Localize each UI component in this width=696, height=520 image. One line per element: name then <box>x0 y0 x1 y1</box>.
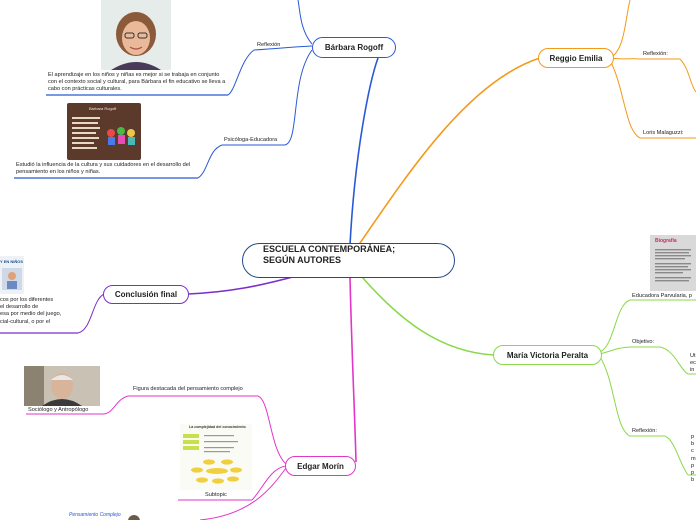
rogoff-slide-image: Bárbara Rogoff <box>67 103 141 160</box>
reggio-malaguzzi-label[interactable]: Loris Malaguzzi: <box>643 130 684 136</box>
pensamiento-complejo-book: Pensamiento Complejo <box>66 509 144 520</box>
peralta-educadora-label[interactable]: Educadora Parvularia, p <box>632 293 693 299</box>
peralta-reflexion-text: p b c m p p b <box>691 434 696 484</box>
topic-label: Edgar Morín <box>297 461 344 471</box>
topic-maria-victoria-peralta[interactable]: María Victoria Peralta <box>493 345 602 365</box>
image-graphic <box>2 268 22 290</box>
reggio-reflexion-label[interactable]: Reflexión: <box>643 51 668 57</box>
card-title: Biografía <box>655 238 677 244</box>
rogoff-reflexion-label[interactable]: Reflexión <box>257 42 281 48</box>
book-graphic <box>128 515 140 520</box>
topic-label: Bárbara Rogoff <box>324 43 384 52</box>
diagram-title: La complejidad del conocimiento <box>189 425 246 429</box>
branch-morin <box>349 277 357 463</box>
portrait-image <box>101 0 171 70</box>
slide-title: Bárbara Rogoff <box>89 106 117 111</box>
morin-complexity-diagram: La complejidad del conocimiento <box>180 424 252 490</box>
rogoff-psicologa-label[interactable]: Psicóloga-Educadora <box>224 137 278 143</box>
conclusion-image: Y EN NIÑOS <box>0 256 24 294</box>
book-title: Pensamiento Complejo <box>69 512 121 518</box>
morin-sociologo-label[interactable]: Sociólogo y Antropólogo <box>28 407 89 413</box>
topic-conclusion-final[interactable]: Conclusión final <box>103 285 189 304</box>
central-topic[interactable]: ESCUELA CONTEMPORÁNEA; SEGÚN AUTORES <box>242 243 455 278</box>
branch-peralta <box>361 276 495 356</box>
morin-figura-label[interactable]: Figura destacada del pensamiento complej… <box>133 386 243 392</box>
branch-conclusion <box>187 274 301 295</box>
edgar-morin-photo <box>24 366 100 406</box>
slide-graphic <box>72 117 135 149</box>
topic-label: Reggio Emilia <box>549 53 603 63</box>
peralta-objetivo-label[interactable]: Objetivo: <box>632 339 655 345</box>
central-title-line1: ESCUELA CONTEMPORÁNEA; <box>263 244 396 254</box>
central-title-line2: SEGÚN AUTORES <box>263 255 342 265</box>
image-text: Y EN NIÑOS <box>0 259 24 264</box>
peralta-biografia-card: Biografía <box>650 235 696 291</box>
barbara-rogoff-photo <box>101 0 171 70</box>
topic-label: María Victoria Peralta <box>506 350 589 360</box>
rogoff-psicologa-text: Estudió la influencia de la cultura y su… <box>16 162 191 176</box>
morin-subtopic-label[interactable]: Subtopic <box>205 492 227 498</box>
topic-reggio-emilia[interactable]: Reggio Emilia <box>538 48 614 68</box>
peralta-reflexion-label[interactable]: Reflexión: <box>632 428 657 434</box>
portrait-image <box>24 366 100 406</box>
topic-label: Conclusión final <box>114 290 178 299</box>
conclusion-text: cos por los diferentes el desarrollo de … <box>0 297 62 325</box>
card-text-lines <box>655 249 691 282</box>
peralta-objetivo-text: Ut ec in <box>690 353 696 374</box>
branch-reggio <box>357 57 541 247</box>
topic-edgar-morin[interactable]: Edgar Morín <box>285 456 356 476</box>
branch-rogoff <box>349 57 379 246</box>
topic-barbara-rogoff[interactable]: Bárbara Rogoff <box>312 37 396 58</box>
diagram-graphic <box>183 434 242 484</box>
rogoff-reflexion-text: El aprendizaje en los niños y niñas es m… <box>48 72 226 93</box>
